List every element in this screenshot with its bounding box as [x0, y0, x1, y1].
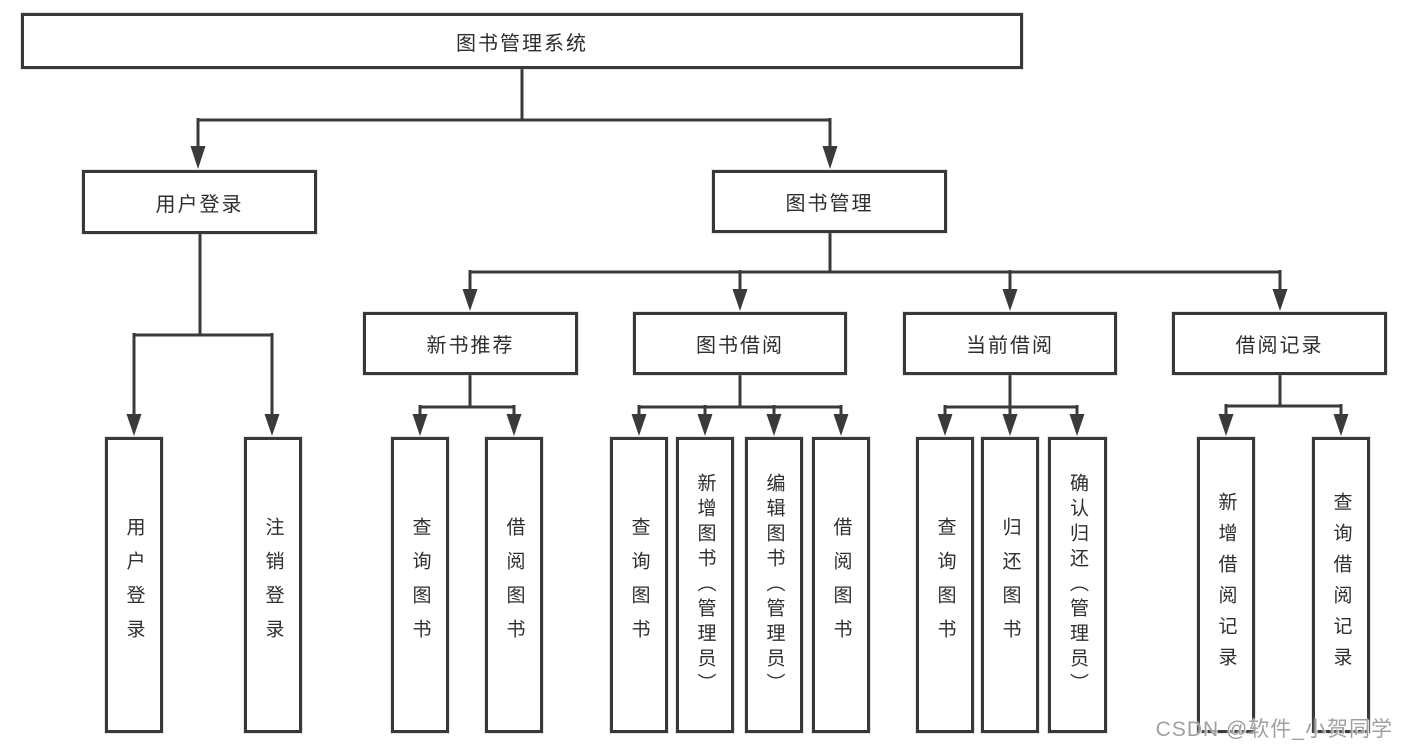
leaf-query-borrow-record: 查询借阅记录 [1312, 437, 1370, 733]
leaf-label: 归还图书 [999, 517, 1021, 653]
leaf-user-login: 用户登录 [105, 437, 163, 733]
leaf-label: 编辑图书（管理员） [763, 472, 785, 698]
leaf-borrow-books-borrow: 借阅图书 [812, 437, 870, 733]
leaf-label: 用户登录 [123, 517, 145, 653]
leaf-label: 查询借阅记录 [1330, 492, 1352, 678]
node-label: 图书借阅 [696, 335, 784, 357]
tree-edges [132, 69, 1343, 415]
leaf-confirm-return-admin: 确认归还（管理员） [1048, 437, 1107, 733]
leaf-borrow-books-recommend: 借阅图书 [485, 437, 543, 733]
leaf-add-book-admin: 新增图书（管理员） [676, 437, 734, 733]
leaf-label: 借阅图书 [830, 517, 852, 653]
node-book-management: 图书管理 [712, 170, 947, 233]
arrowheads [126, 146, 1349, 436]
node-borrow-records: 借阅记录 [1172, 312, 1387, 375]
node-current-borrow: 当前借阅 [903, 312, 1117, 375]
leaf-query-books-current: 查询图书 [916, 437, 974, 733]
leaf-label: 注销登录 [262, 517, 284, 653]
leaf-label: 借阅图书 [503, 517, 525, 653]
leaf-label: 查询图书 [628, 517, 650, 653]
node-label: 借阅记录 [1235, 335, 1324, 357]
node-label: 当前借阅 [966, 335, 1054, 357]
leaf-return-books: 归还图书 [981, 437, 1039, 733]
leaf-label: 确认归还（管理员） [1067, 472, 1088, 698]
leaf-edit-book-admin: 编辑图书（管理员） [745, 437, 803, 733]
node-user-login: 用户登录 [82, 170, 317, 234]
leaf-add-borrow-record: 新增借阅记录 [1197, 437, 1255, 733]
csdn-watermark: CSDN @软件_小贺同学 [1155, 718, 1393, 741]
leaf-label: 新增借阅记录 [1215, 492, 1237, 678]
leaf-label: 查询图书 [409, 517, 431, 653]
node-label: 用户登录 [155, 193, 244, 216]
leaf-label: 查询图书 [934, 517, 956, 653]
node-label: 图书管理 [785, 193, 874, 215]
node-label: 图书管理系统 [456, 32, 588, 55]
node-library-management-system: 图书管理系统 [21, 13, 1023, 69]
leaf-label: 新增图书（管理员） [694, 472, 716, 698]
node-new-book-recommend: 新书推荐 [363, 312, 578, 375]
leaf-logout: 注销登录 [244, 437, 302, 733]
leaf-query-books-recommend: 查询图书 [391, 437, 449, 733]
node-book-borrow: 图书借阅 [633, 312, 847, 375]
leaf-query-books-borrow: 查询图书 [610, 437, 668, 733]
node-label: 新书推荐 [426, 335, 515, 357]
